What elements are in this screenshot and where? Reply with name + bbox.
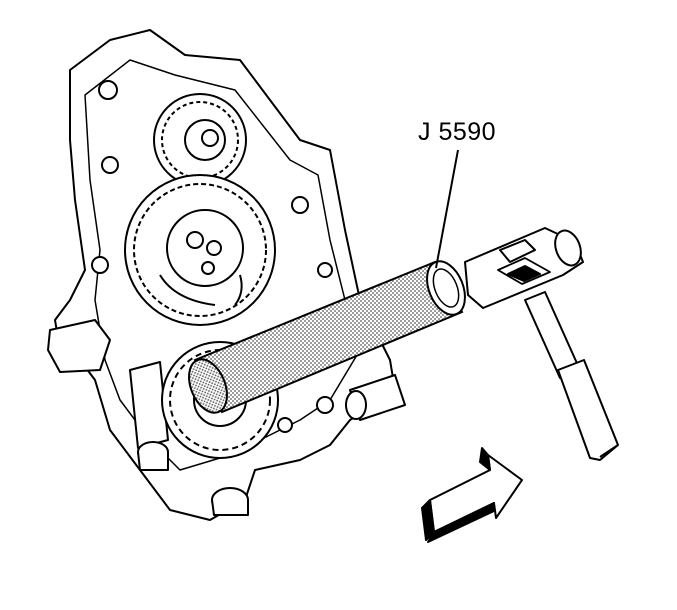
installer-tool (188, 260, 466, 414)
upper-gear (153, 93, 247, 187)
hammer (464, 227, 619, 461)
tool-callout-label: J 5590 (418, 118, 497, 146)
camshaft-sprocket (124, 174, 276, 326)
direction-arrow (421, 447, 523, 543)
callout-leader (435, 149, 459, 269)
